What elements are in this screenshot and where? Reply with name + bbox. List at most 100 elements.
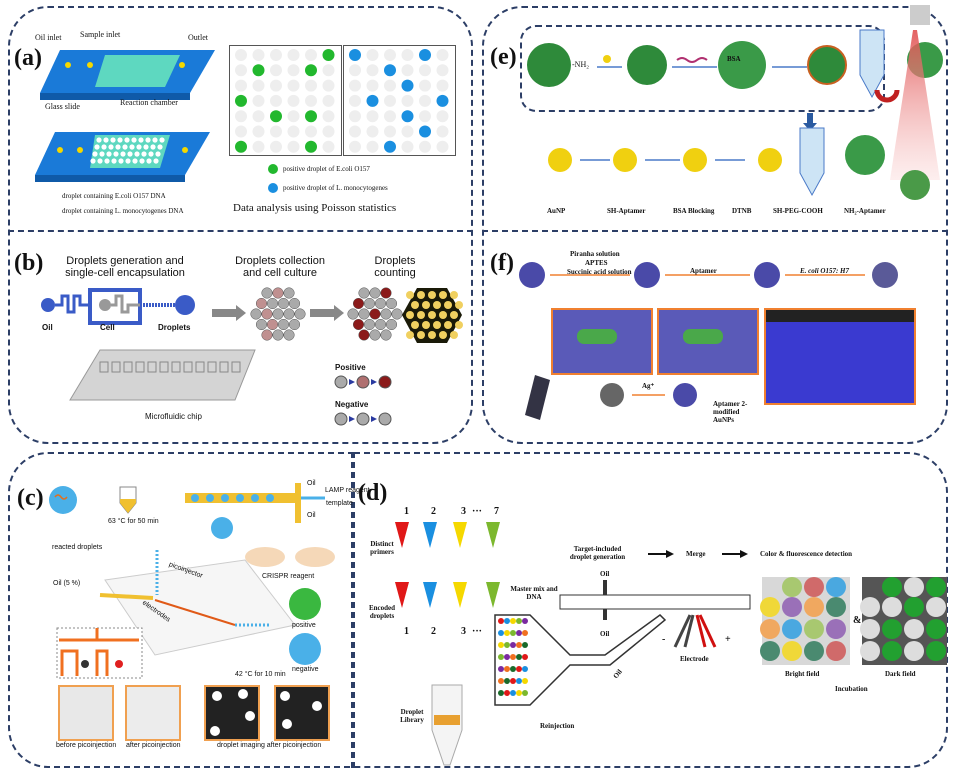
green-grid-droplet <box>270 49 282 61</box>
fluorescent-droplet <box>439 311 447 319</box>
cluster-droplet <box>272 329 284 341</box>
chip-unit <box>171 361 181 373</box>
step3-label: E. coli O157: H7 <box>800 267 849 275</box>
minus-label: - <box>662 634 666 645</box>
chip-unit <box>123 361 133 373</box>
green-grid-droplet <box>252 125 265 138</box>
chip-droplet <box>106 151 112 157</box>
library-droplet <box>516 690 522 696</box>
library-droplet <box>522 690 528 696</box>
library-droplet <box>498 618 504 624</box>
step-2-title: Droplets collection and cell culture <box>235 255 325 279</box>
cluster-droplet <box>250 308 262 320</box>
cluster-droplet <box>374 318 387 331</box>
electrode-label: Electrode <box>680 655 709 663</box>
library-droplet <box>522 630 528 636</box>
legend-dtnb: DTNB <box>732 207 752 215</box>
chip-droplet <box>115 144 121 150</box>
chip-droplet <box>117 137 123 143</box>
chip-unit <box>231 361 241 373</box>
chip-unit <box>135 361 145 373</box>
cluster-droplet <box>369 287 381 299</box>
library-droplet <box>498 642 504 648</box>
fluorescent-droplet <box>406 331 414 339</box>
step4-label: Aptamer 2-modified AuNPs <box>713 400 748 424</box>
blue-grid-positive-droplet <box>384 64 396 77</box>
fluorescent-droplet <box>450 311 458 319</box>
library-droplet <box>510 678 516 684</box>
chip-droplet <box>104 158 110 164</box>
encoded-droplet-tube <box>395 582 409 608</box>
green-grid-droplet <box>287 64 300 77</box>
dark-field-positive-droplet <box>882 577 902 597</box>
dark-field-droplet <box>860 597 880 617</box>
chip-droplet <box>155 151 161 157</box>
library-droplet <box>498 666 504 672</box>
green-grid-droplet <box>252 110 265 123</box>
chip-unit <box>99 361 109 373</box>
step-3-title: Droplets counting <box>374 255 416 279</box>
cluster-droplet <box>272 308 284 320</box>
library-droplet <box>522 666 528 672</box>
fluorescent-droplet <box>428 291 436 299</box>
blue-grid-droplet <box>366 110 379 123</box>
library-droplet <box>504 690 510 696</box>
cluster-droplet <box>358 308 370 320</box>
chip-droplet <box>101 144 107 150</box>
chip-caption: Microfluidic chip <box>145 412 202 421</box>
lamp-droplet-channel <box>185 483 325 523</box>
cluster-droplet <box>363 318 376 331</box>
glass-slide-label: Glass slide <box>45 102 80 111</box>
primer-tube <box>423 522 437 548</box>
reacted-droplet-zoom <box>49 486 77 514</box>
merge-label: Merge <box>686 550 706 558</box>
bright-field-droplet <box>782 577 802 597</box>
cluster-droplet <box>294 308 306 320</box>
electrode-diagram <box>673 614 717 648</box>
chip-droplet <box>157 144 163 150</box>
panel-c-label: (c) <box>17 485 44 511</box>
chip-unit <box>207 361 217 373</box>
tube-2 <box>799 127 825 197</box>
imaging-2 <box>274 685 330 741</box>
legend-positive-label: Positive <box>335 363 366 372</box>
chip-legend-ecoli: droplet containing E.coli O157 DNA <box>62 192 166 200</box>
collected-droplets-cluster <box>250 287 306 341</box>
labeled-bacteria <box>845 135 885 175</box>
bsa-label: BSA <box>727 55 741 63</box>
merge-channel <box>559 580 751 620</box>
green-grid-droplet <box>322 125 335 138</box>
chip-unit <box>219 361 229 373</box>
green-grid-droplet <box>322 94 335 107</box>
dark-field-positive-droplet <box>926 619 946 639</box>
down-arrow <box>803 113 817 131</box>
chip-droplet <box>145 137 151 143</box>
blue-grid-droplet <box>349 64 361 77</box>
library-droplet <box>504 630 510 636</box>
cluster-droplet <box>352 297 365 310</box>
blue-grid-droplet <box>349 125 361 138</box>
before-picoinjection-image <box>58 685 114 741</box>
library-droplet <box>516 678 522 684</box>
green-grid-droplet <box>252 140 265 153</box>
legend-green-dot <box>268 164 278 174</box>
library-droplet <box>498 630 504 636</box>
tube-number-ellipsis: ··· <box>472 506 483 517</box>
fluorescent-droplet <box>417 291 425 299</box>
legend-sh-aptamer: SH-Aptamer <box>607 207 646 215</box>
chip-droplet <box>143 144 149 150</box>
blue-grid-droplet <box>349 79 361 92</box>
cluster-droplet <box>352 318 365 331</box>
dark-field-label: Dark field <box>885 670 916 678</box>
blue-grid-droplet <box>349 94 361 107</box>
chip-droplet <box>129 144 135 150</box>
electrode-inset <box>56 627 143 679</box>
chip-droplet <box>152 137 158 143</box>
library-tube <box>431 684 463 766</box>
reinjection-label: Reinjection <box>540 722 575 730</box>
tube-number-2: 2 <box>431 506 436 517</box>
encoded-droplets-label: Encoded droplets <box>368 604 396 620</box>
chip-unit <box>111 361 121 373</box>
blue-grid-droplet <box>384 110 396 123</box>
chip-droplet <box>90 158 96 164</box>
